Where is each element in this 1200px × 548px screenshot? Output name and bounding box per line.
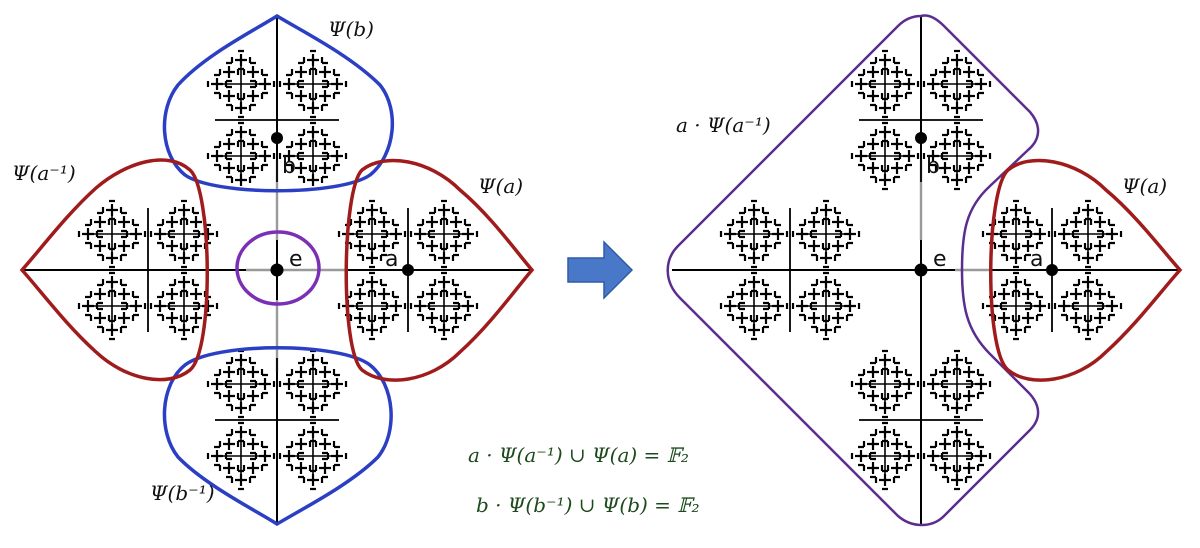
right-diagram: e b a a · Ψ(a⁻¹) Ψ(a)	[666, 14, 1183, 527]
region-psi-a-inv	[19, 158, 209, 382]
node-label-e: e	[289, 247, 303, 272]
region-psi-b-inv	[162, 346, 393, 527]
right-arrow-icon	[567, 240, 634, 300]
node-b-right	[915, 132, 927, 144]
subtree-a-psi-a-inv-down	[852, 351, 990, 489]
node-label-b: b	[282, 154, 296, 179]
subtree-psi-b	[208, 51, 346, 189]
left-diagram: e b a Ψ(b) Ψ(b⁻¹) Ψ(a) Ψ(a⁻¹)	[12, 13, 535, 527]
node-label-a: a	[385, 247, 398, 272]
label-a-psi-a-inv: a · Ψ(a⁻¹)	[676, 113, 771, 137]
subtree-psi-a-inv	[79, 201, 217, 339]
node-label-b-right: b	[926, 154, 940, 179]
region-psi-a-right	[989, 158, 1183, 382]
node-e-right	[914, 263, 928, 277]
equation-b: b · Ψ(b⁻¹) ∪ Ψ(b) = 𝔽₂	[476, 493, 700, 517]
equation-a: a · Ψ(a⁻¹) ∪ Ψ(a) = 𝔽₂	[468, 443, 689, 467]
label-psi-a-right: Ψ(a)	[1122, 174, 1167, 198]
node-label-e-right: e	[933, 247, 947, 272]
label-psi-b-inv: Ψ(b⁻¹)	[150, 481, 215, 505]
region-identity	[235, 230, 321, 306]
label-psi-a-inv: Ψ(a⁻¹)	[12, 161, 76, 185]
label-psi-b: Ψ(b)	[328, 17, 374, 41]
region-psi-a	[344, 158, 535, 382]
node-a	[402, 264, 414, 276]
subtree-psi-b-inv	[208, 351, 346, 489]
node-b	[271, 132, 283, 144]
node-a-right	[1046, 264, 1058, 276]
label-psi-a: Ψ(a)	[478, 174, 523, 198]
node-label-a-right: a	[1030, 247, 1043, 272]
region-a-psi-a-inv	[666, 14, 1040, 527]
subtree-a-psi-a-inv-up	[852, 51, 990, 189]
region-psi-b	[162, 13, 394, 193]
node-e	[270, 263, 284, 277]
subtree-a-psi-a-inv-left	[721, 201, 859, 339]
